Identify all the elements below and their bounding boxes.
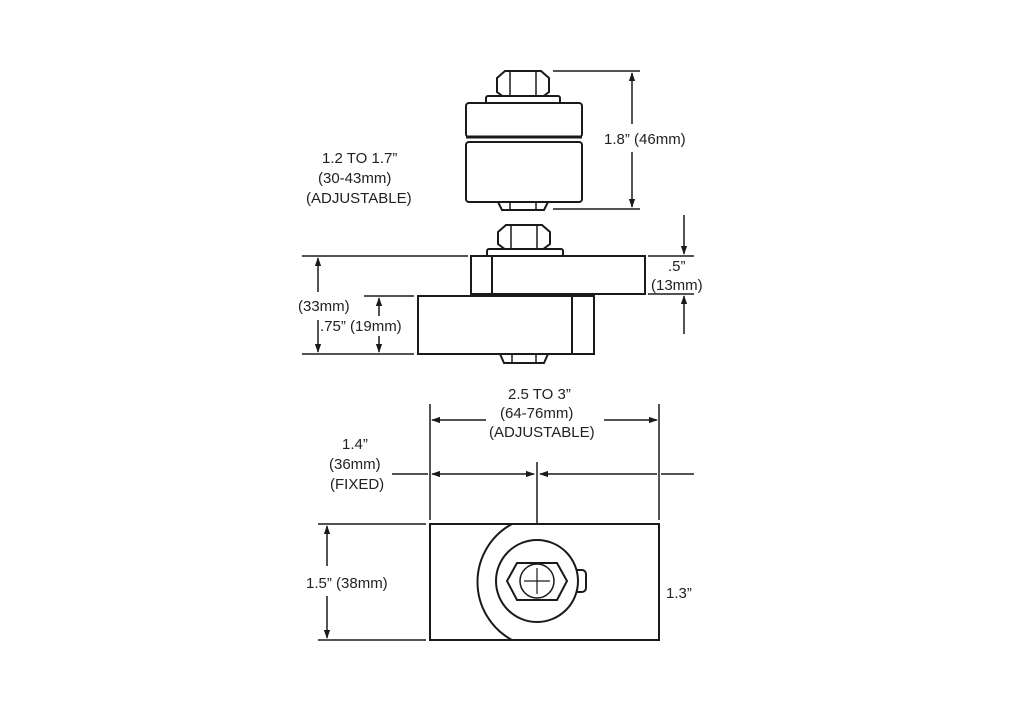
label-plate-thickness-1: .5”: [668, 258, 686, 275]
dimension-overall-height: [553, 70, 640, 210]
hex-nut-bottom: [496, 201, 550, 211]
label-adjust-range-3: (ADJUSTABLE): [306, 190, 412, 207]
label-total-thickness: (33mm): [298, 298, 350, 315]
upper-plate: [470, 255, 646, 295]
hex-nut-top: [496, 70, 550, 99]
side-view-assembly: [417, 224, 646, 364]
label-fixed-2: (36mm): [329, 456, 381, 473]
side-hex-nut: [497, 224, 551, 251]
plan-view-assembly: [429, 523, 660, 641]
label-adjust-range-2: (30-43mm): [318, 170, 391, 187]
top-view-assembly: [465, 70, 583, 211]
lower-roller: [465, 141, 583, 203]
label-lower-thickness: .75” (19mm): [320, 318, 402, 335]
dimension-plan-height: [318, 523, 426, 641]
label-overall-height: 1.8” (46mm): [604, 131, 686, 148]
label-width-1: 2.5 TO 3”: [508, 386, 571, 403]
dimension-fixed-width: [392, 462, 694, 524]
label-plate-thickness-2: (13mm): [651, 277, 703, 294]
dimension-plate-thickness: [648, 215, 694, 334]
label-plan-height: 1.5” (38mm): [306, 575, 388, 592]
lower-plate: [417, 295, 595, 355]
label-width-3: (ADJUSTABLE): [489, 424, 595, 441]
label-fixed-3: (FIXED): [330, 476, 384, 493]
label-fixed-1: 1.4”: [342, 436, 368, 453]
label-width-2: (64-76mm): [500, 405, 573, 422]
side-hex-nut-bottom: [498, 353, 550, 364]
labels: 1.8” (46mm) 1.2 TO 1.7” (30-43mm) (ADJUS…: [298, 131, 703, 602]
dimension-adjustable-width: [429, 404, 660, 520]
upper-roller: [465, 102, 583, 138]
label-adjust-range-1: 1.2 TO 1.7”: [322, 150, 397, 167]
label-right-dimension: 1.3”: [666, 585, 692, 602]
slot-curve: [476, 523, 513, 641]
dimension-total-thickness: [302, 255, 468, 355]
